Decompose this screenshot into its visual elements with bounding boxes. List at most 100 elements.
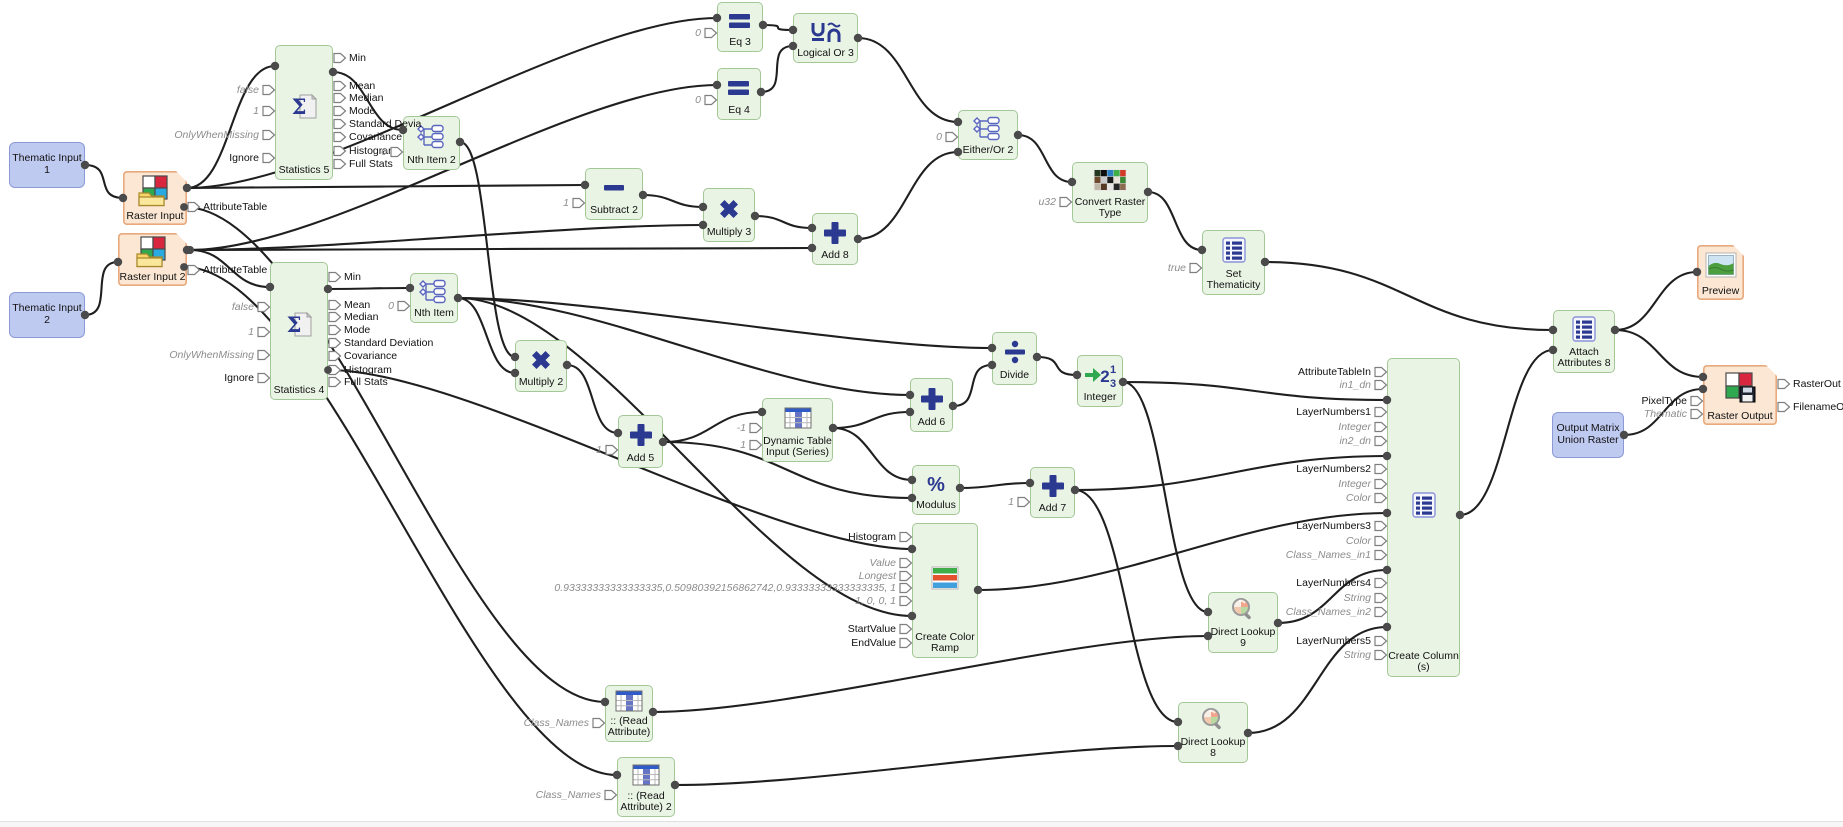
node-add-5[interactable]: Add 5 xyxy=(618,415,663,468)
edge-7[interactable] xyxy=(759,44,795,94)
dynamic-table-input-port-1[interactable] xyxy=(749,439,763,451)
edge-46[interactable] xyxy=(185,183,587,190)
statistics-4-port-mode[interactable] xyxy=(328,324,342,336)
statistics-5-port-mode[interactable] xyxy=(333,105,347,117)
create-columns-port-layernumbers4[interactable] xyxy=(1374,577,1388,589)
node-modulus[interactable]: %Modulus xyxy=(912,465,960,515)
statistics-4-port-false[interactable] xyxy=(257,301,271,313)
node-thematic-input-2[interactable]: Thematic Input 2 xyxy=(9,292,85,338)
edge-38[interactable] xyxy=(1613,328,1705,379)
edge-44[interactable] xyxy=(188,223,705,252)
statistics-4-port-1[interactable] xyxy=(257,326,271,338)
dynamic-table-input-port--1[interactable] xyxy=(749,422,763,434)
statistics-4-port-full-stats[interactable] xyxy=(328,376,342,388)
node-direct-lookup-8[interactable]: Direct Lookup 8 xyxy=(1178,702,1248,763)
statistics-5-port-histogram[interactable] xyxy=(333,145,347,157)
statistics-5-port-full-stats[interactable] xyxy=(333,158,347,170)
set-thematicity-port-true[interactable] xyxy=(1189,262,1203,274)
node-subtract-2[interactable]: Subtract 2 xyxy=(585,168,643,220)
node-add-7[interactable]: Add 7 xyxy=(1030,467,1075,518)
statistics-5-port-false[interactable] xyxy=(262,84,276,96)
statistics-5-port-onlywhenmissing[interactable] xyxy=(262,129,276,141)
edge-36[interactable] xyxy=(1458,348,1555,517)
node-create-columns[interactable]: Create Column (s) xyxy=(1387,358,1460,677)
raster-input-2-port-attributetable[interactable] xyxy=(187,264,201,276)
node-multiply-2[interactable]: Multiply 2 xyxy=(515,340,567,392)
node-attach-attributes-8[interactable]: Attach Attributes 8 xyxy=(1553,310,1615,373)
either-or-2-port-0[interactable] xyxy=(945,131,959,143)
node-either-or-2[interactable]: Either/Or 2 xyxy=(958,110,1018,160)
statistics-5-port-ignore[interactable] xyxy=(262,152,276,164)
create-color-ramp-port-1-0-0-1[interactable] xyxy=(899,595,913,607)
edge-11[interactable] xyxy=(1146,190,1204,252)
node-nth-item[interactable]: Nth Item xyxy=(410,273,458,323)
edge-20[interactable] xyxy=(831,410,912,430)
create-color-ramp-port-longest[interactable] xyxy=(899,570,913,582)
edge-45[interactable] xyxy=(188,246,814,252)
node-thematic-input-1[interactable]: Thematic Input 1 xyxy=(9,142,85,188)
create-columns-port-layernumbers1[interactable] xyxy=(1374,406,1388,418)
create-columns-port-string[interactable] xyxy=(1374,592,1388,604)
create-columns-port-color[interactable] xyxy=(1374,535,1388,547)
node-eq-4[interactable]: Eq 4 xyxy=(717,68,761,120)
add-5-port-1[interactable] xyxy=(605,444,619,456)
node-create-color-ramp[interactable]: Create Color Ramp xyxy=(912,523,978,658)
create-columns-port-integer[interactable] xyxy=(1374,478,1388,490)
raster-output-port-thematic[interactable] xyxy=(1690,408,1704,420)
node-convert-raster-type[interactable]: Convert Raster Type xyxy=(1072,162,1148,223)
create-columns-port-integer[interactable] xyxy=(1374,421,1388,433)
read-attribute-1-port-class-names[interactable] xyxy=(592,717,606,729)
raster-output-port-pixeltype[interactable] xyxy=(1690,395,1704,407)
node-set-thematicity[interactable]: Set Thematicity xyxy=(1202,230,1265,295)
create-columns-port-in1-dn[interactable] xyxy=(1374,379,1388,391)
edge-0[interactable] xyxy=(83,163,125,200)
raster-input-port-attributetable[interactable] xyxy=(187,201,201,213)
edge-10[interactable] xyxy=(1016,133,1074,184)
create-columns-port-color[interactable] xyxy=(1374,492,1388,504)
statistics-4-port-mean[interactable] xyxy=(328,299,342,311)
statistics-4-port-onlywhenmissing[interactable] xyxy=(257,349,271,361)
edge-14[interactable] xyxy=(326,286,412,291)
edge-8[interactable] xyxy=(856,36,960,124)
create-columns-port-layernumbers5[interactable] xyxy=(1374,635,1388,647)
node-output-matrix-union-raster[interactable]: Output Matrix Union Raster xyxy=(1552,412,1624,458)
edge-40[interactable] xyxy=(182,205,607,704)
node-raster-input-2[interactable]: Raster Input 2 xyxy=(118,233,187,286)
edge-6[interactable] xyxy=(761,23,795,32)
node-add-6[interactable]: Add 6 xyxy=(910,378,953,432)
create-columns-port-class-names-in2[interactable] xyxy=(1374,606,1388,618)
edge-17[interactable] xyxy=(565,363,620,435)
raster-output-port-rasterout[interactable] xyxy=(1777,378,1791,390)
read-attribute-2-port-class-names[interactable] xyxy=(604,789,618,801)
node-direct-lookup-9[interactable]: Direct Lookup 9 xyxy=(1208,592,1278,653)
create-color-ramp-port-endvalue[interactable] xyxy=(899,637,913,649)
edge-18[interactable] xyxy=(661,410,764,444)
node-logical-or-3[interactable]: Logical Or 3 xyxy=(793,13,858,63)
create-columns-port-layernumbers3[interactable] xyxy=(1374,520,1388,532)
statistics-4-port-ignore[interactable] xyxy=(257,372,271,384)
statistics-5-port-mean[interactable] xyxy=(333,80,347,92)
node-preview[interactable]: Preview xyxy=(1697,245,1744,300)
node-add-8[interactable]: Add 8 xyxy=(812,213,858,265)
edge-21[interactable] xyxy=(831,426,914,482)
raster-output-port-filenameout[interactable] xyxy=(1777,401,1791,413)
node-read-attribute-1[interactable]: :: (Read Attribute) xyxy=(605,685,653,742)
edge-15[interactable] xyxy=(458,140,517,359)
statistics-5-port-min[interactable] xyxy=(333,52,347,64)
statistics-5-port-standard-devia[interactable] xyxy=(333,118,347,130)
edge-1[interactable] xyxy=(83,260,120,317)
create-columns-port-in2-dn[interactable] xyxy=(1374,435,1388,447)
node-read-attribute-2[interactable]: :: (Read Attribute) 2 xyxy=(617,757,675,817)
edge-48[interactable] xyxy=(753,214,814,230)
subtract-2-port-1[interactable] xyxy=(572,197,586,209)
node-eq-3[interactable]: Eq 3 xyxy=(717,2,763,52)
edge-37[interactable] xyxy=(1613,270,1699,332)
edge-47[interactable] xyxy=(641,193,705,209)
statistics-4-port-median[interactable] xyxy=(328,311,342,323)
statistics-4-port-histogram[interactable] xyxy=(328,364,342,376)
create-color-ramp-port-value[interactable] xyxy=(899,557,913,569)
